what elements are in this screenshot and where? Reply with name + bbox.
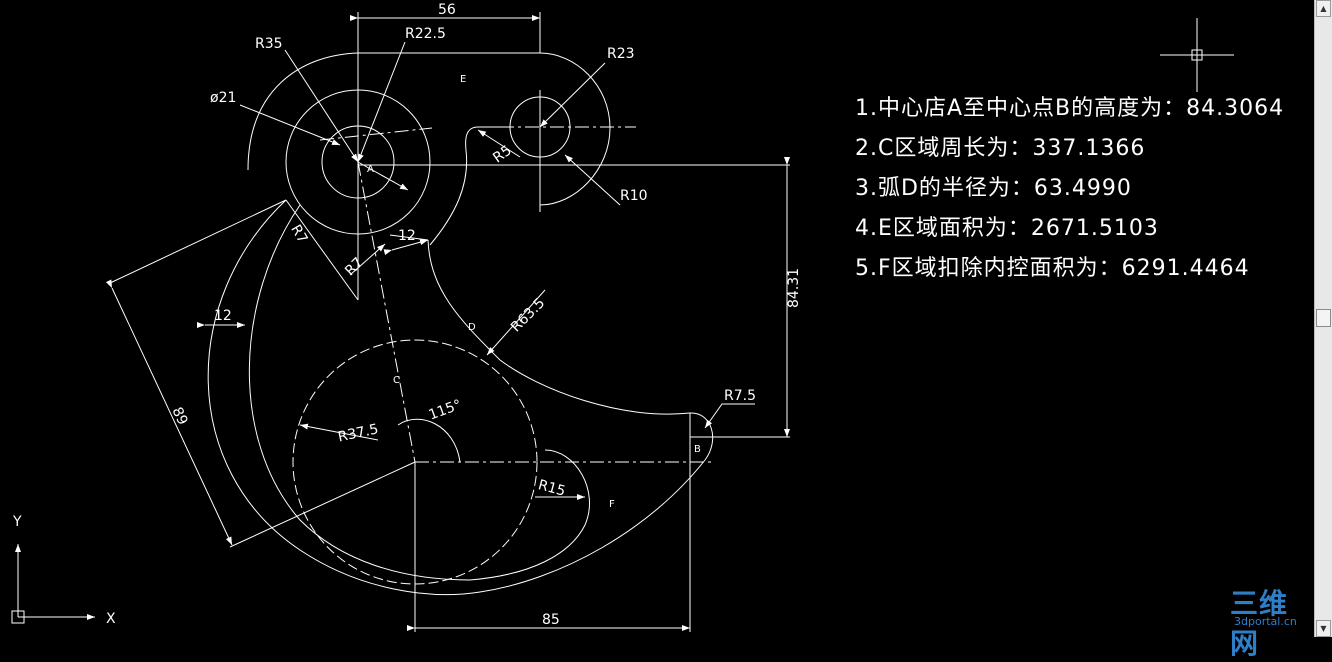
arm-right-edge — [389, 234, 429, 241]
line-to-left — [229, 461, 416, 548]
vertical-scrollbar[interactable]: ▲ ▼ — [1314, 0, 1332, 637]
arrow-up-icon[interactable]: ▲ — [1316, 0, 1331, 17]
point-d-label: D — [468, 322, 476, 333]
inner-left-sweep — [248, 204, 471, 581]
dim-phi21-text: ø21 — [210, 90, 236, 106]
centerline-a — [319, 127, 433, 141]
point-f-label: F — [609, 499, 615, 510]
crosshair-box — [1191, 49, 1203, 61]
dim-r63-5-text: R63.5 — [508, 295, 548, 335]
hook-lower — [479, 459, 706, 593]
angle-115-arc — [397, 418, 461, 463]
dim-r10-text: R10 — [620, 188, 648, 204]
ucs-y-label: Y — [12, 514, 22, 530]
leader-r7-5 — [704, 403, 755, 429]
dim-r35-text: R35 — [255, 36, 283, 52]
leader-phi21 — [239, 104, 341, 146]
leader-r23 — [539, 62, 606, 128]
leader-r5 — [477, 129, 521, 158]
dim-r37-5-text: R37.5 — [337, 421, 380, 445]
leader-r7-lower — [349, 243, 386, 276]
arc-r35 — [247, 52, 359, 171]
arc-d — [427, 239, 501, 361]
dim-r7-5-text: R7.5 — [724, 388, 756, 404]
ucs-x-label: X — [106, 611, 116, 627]
dim-r5-text: R5 — [490, 143, 514, 167]
leader-r35 — [284, 49, 359, 163]
leader-r22-5 — [357, 41, 406, 163]
centerline-arm — [357, 161, 416, 463]
dim-12-left-text: 12 — [214, 308, 232, 324]
dim-12-upper-line — [383, 239, 429, 256]
ucs-origin-box — [11, 610, 25, 624]
point-a-label: A — [367, 164, 374, 175]
dim-r22-5-text: R22.5 — [405, 26, 446, 42]
dim-89-ext — [107, 199, 287, 285]
cad-drawing: 56 R22.5 R35 R23 ø21 R5 R10 R7 R7 12 12 … — [11, 2, 1284, 632]
dim-r15-text: R15 — [536, 477, 567, 500]
dim-12-upper-text: 12 — [398, 228, 416, 244]
dim-r7-lower-text: R7 — [342, 255, 366, 279]
leader-r63-5 — [486, 289, 546, 356]
scrollbar-thumb[interactable] — [1316, 309, 1331, 327]
point-b-label: B — [694, 444, 701, 455]
outer-left-sweep — [207, 199, 481, 596]
dim-115-text: 115° — [427, 397, 464, 424]
leader-r37-5 — [299, 423, 379, 441]
dim-r7-upper-text: R7 — [287, 222, 310, 246]
leader-r10 — [564, 154, 621, 206]
dim-56-text: 56 — [438, 2, 456, 18]
dim-85-text: 85 — [542, 612, 560, 628]
arc-r7-5 — [499, 359, 714, 461]
arrow-down-icon[interactable]: ▼ — [1316, 620, 1331, 637]
dim-89-line — [105, 279, 233, 546]
dim-r23-text: R23 — [607, 46, 635, 62]
hub-arrow — [357, 161, 409, 191]
arm-left-edge — [285, 199, 359, 301]
point-c-label: C — [393, 375, 400, 386]
dim-89-text: 89 — [168, 405, 190, 428]
result-line-4: 4.E区域面积为：2671.5103 — [855, 216, 1159, 241]
hook-inner — [469, 449, 590, 581]
point-e-label: E — [460, 74, 466, 85]
inner-profile-top — [429, 126, 510, 246]
dim-84-31-text: 84.31 — [786, 268, 802, 308]
drawing-canvas[interactable]: 56 R22.5 R35 R23 ø21 R5 R10 R7 R7 12 12 … — [0, 0, 1314, 637]
arc-r23 — [539, 52, 611, 206]
result-line-2: 2.C区域周长为：337.1366 — [855, 136, 1145, 161]
result-line-1: 1.中心店A至中心点B的高度为：84.3064 — [855, 96, 1284, 121]
result-line-3: 3.弧D的半径为：63.4990 — [855, 176, 1132, 201]
result-line-5: 5.F区域扣除内控面积为：6291.4464 — [855, 256, 1250, 281]
